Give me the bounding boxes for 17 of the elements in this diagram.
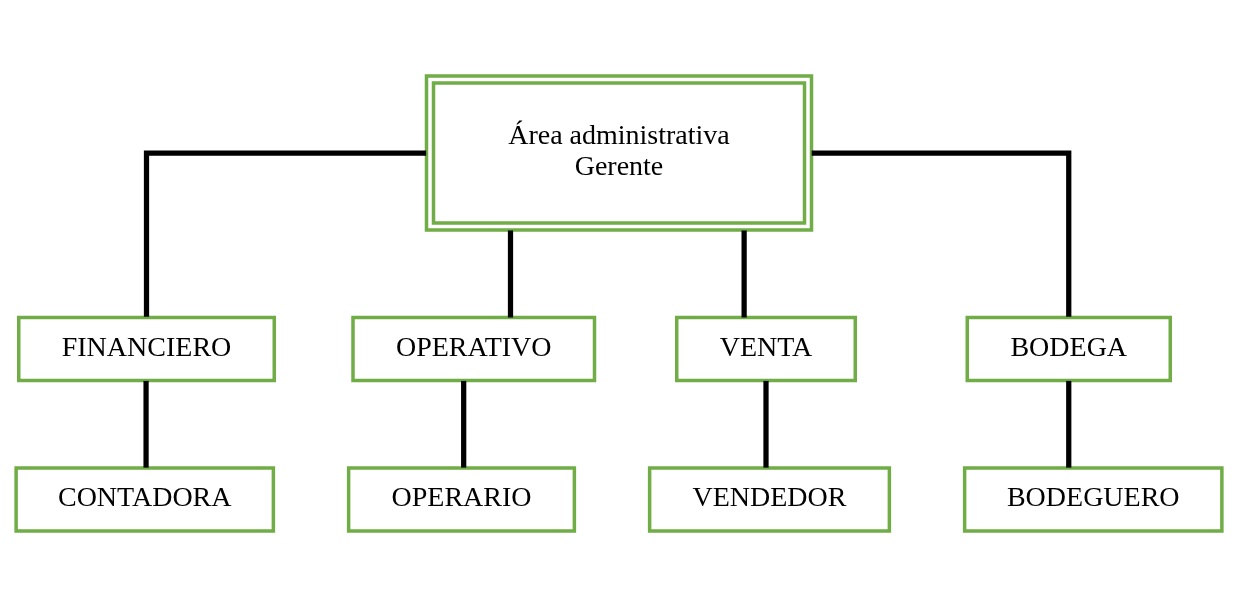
node-box: OPERATIVO (351, 315, 597, 382)
node-box: BODEGA (965, 315, 1172, 382)
connector (507, 229, 514, 317)
node-box: VENDEDOR (647, 465, 892, 533)
node-box: Área administrativa Gerente (424, 73, 814, 232)
node-box: FINANCIERO (17, 315, 276, 382)
connector (461, 380, 467, 468)
node-box: OPERARIO (346, 465, 577, 533)
connector (811, 149, 1072, 317)
node-box: BODEGUERO (962, 465, 1224, 533)
connector (143, 380, 149, 468)
node-box: CONTADORA (14, 465, 276, 533)
connector (763, 380, 769, 468)
connector (1066, 380, 1072, 468)
connector (741, 229, 747, 317)
connector (143, 149, 427, 317)
node-box: VENTA (675, 315, 857, 382)
